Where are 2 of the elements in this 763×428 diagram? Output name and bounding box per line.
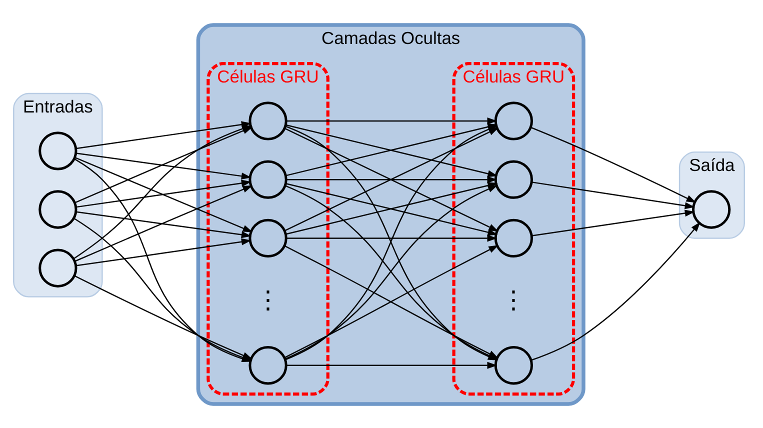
label: ⋮: [256, 286, 281, 314]
label: ⋮: [501, 286, 526, 314]
